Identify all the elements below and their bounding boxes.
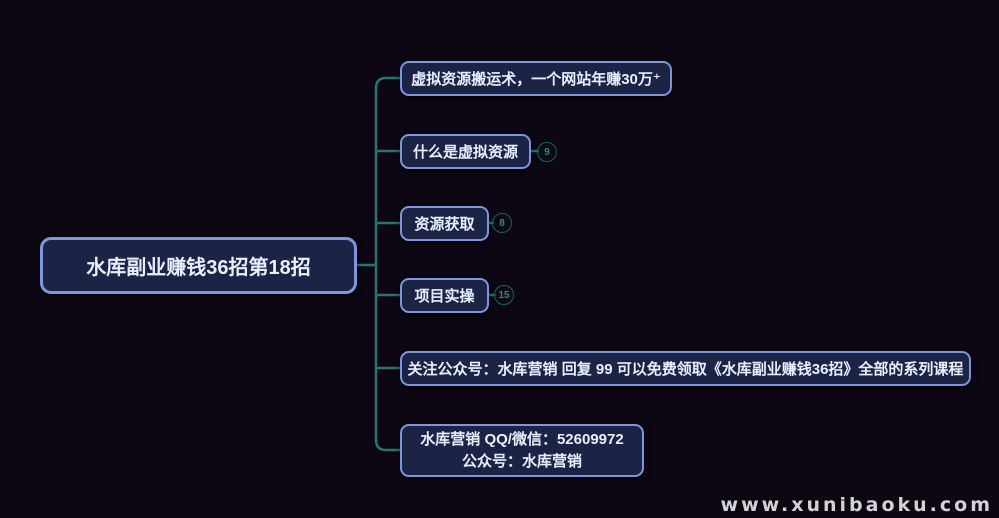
- watermark: www.xunibaoku.com: [721, 494, 993, 516]
- branch-node-label: 关注公众号：水库营销 回复 99 可以免费领取《水库副业赚钱36招》全部的系列课…: [407, 361, 964, 378]
- badge-count: 15: [498, 289, 510, 301]
- contact-line-official-account: 公众号：水库营销: [461, 452, 582, 470]
- branch-node-follow-official-account[interactable]: 关注公众号：水库营销 回复 99 可以免费领取《水库副业赚钱36招》全部的系列课…: [400, 351, 971, 386]
- connector-trunk: [374, 76, 402, 452]
- root-node-label: 水库副业赚钱36招第18招: [86, 257, 311, 279]
- contact-line-qq-wechat: 水库营销 QQ/微信：52609972: [420, 430, 624, 448]
- collapsed-children-count-badge[interactable]: 15: [494, 285, 514, 305]
- collapsed-children-count-badge[interactable]: 9: [537, 142, 557, 162]
- badge-count: 9: [544, 146, 550, 158]
- branch-node-label: 项目实操: [414, 288, 475, 305]
- watermark-text: www.xunibaoku.com: [720, 494, 993, 516]
- collapsed-children-count-badge[interactable]: 8: [492, 213, 512, 233]
- branch-node-project-practice[interactable]: 项目实操: [400, 278, 489, 313]
- branch-node-label: 资源获取: [414, 216, 475, 233]
- branch-node-virtual-resource-method[interactable]: 虚拟资源搬运术，一个网站年赚30万⁺: [400, 61, 672, 96]
- badge-count: 8: [499, 217, 505, 229]
- branch-node-label: 虚拟资源搬运术，一个网站年赚30万⁺: [411, 71, 661, 88]
- root-node[interactable]: 水库副业赚钱36招第18招: [40, 237, 357, 294]
- branch-node-resource-acquisition[interactable]: 资源获取: [400, 206, 489, 241]
- branch-node-contact-info[interactable]: 水库营销 QQ/微信：52609972 公众号：水库营销: [400, 424, 644, 477]
- branch-node-what-is-virtual-resource[interactable]: 什么是虚拟资源: [400, 134, 531, 169]
- branch-node-label: 什么是虚拟资源: [412, 144, 518, 161]
